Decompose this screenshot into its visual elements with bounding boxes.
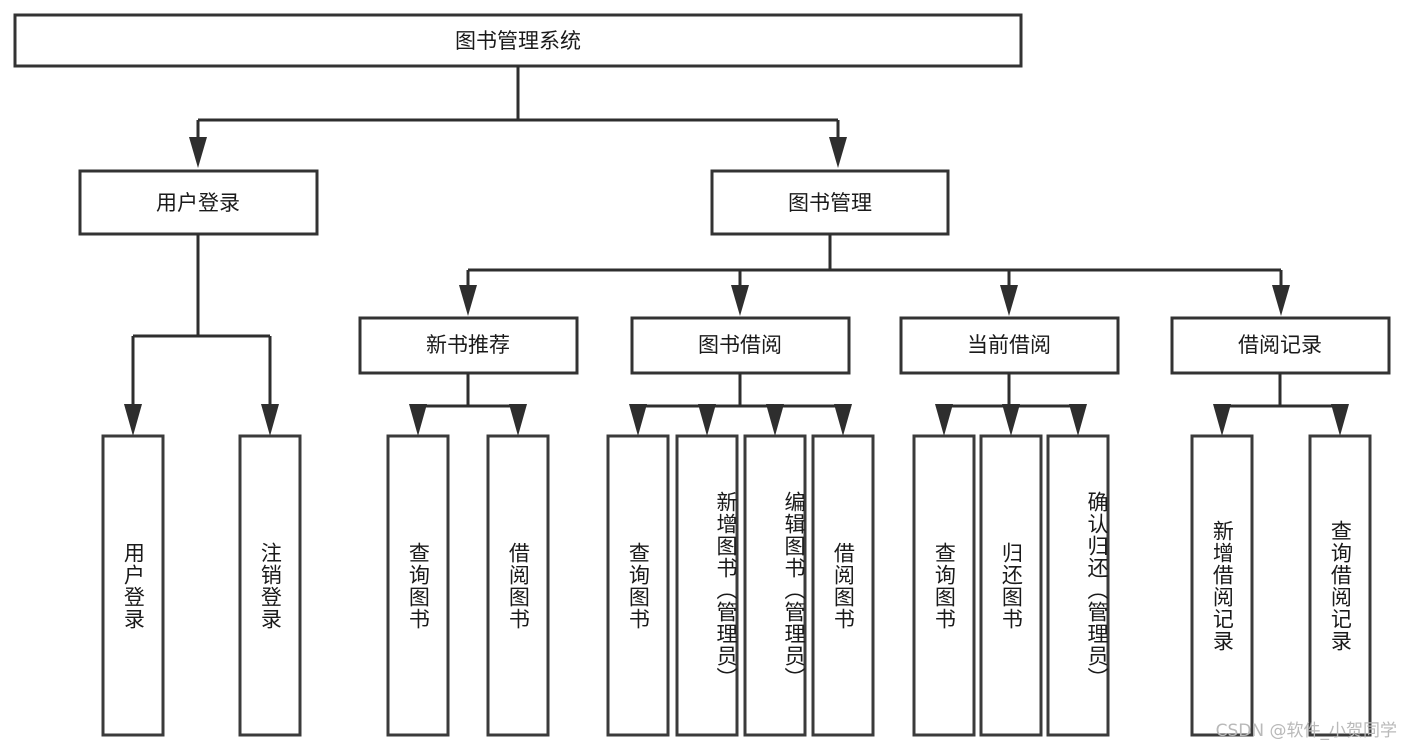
arrowhead-leaf-add-book: [698, 404, 716, 436]
leaf-box-query-record[interactable]: [1308, 434, 1372, 737]
leaf-box-query-book-3[interactable]: [912, 434, 976, 737]
arrowhead-leaf-query-book-2: [629, 404, 647, 436]
leaf-box-borrow-book-2[interactable]: [811, 434, 875, 737]
arrowhead-leaf-return-book: [1002, 404, 1020, 436]
node-root-label: 图书管理系统: [455, 29, 581, 53]
node-new-book-rec-label: 新书推荐: [426, 333, 510, 357]
node-root[interactable]: 图书管理系统: [13, 13, 1023, 68]
connector-current-borrow-to-leaves: [935, 373, 1087, 436]
node-current-borrow-box[interactable]: [899, 316, 1120, 375]
node-current-borrow-label: 当前借阅: [967, 333, 1051, 357]
connector-borrow-record-to-leaves: [1213, 373, 1349, 436]
arrowhead-borrow-record: [1272, 285, 1290, 316]
leaf-box-borrow-book-1[interactable]: [486, 434, 550, 737]
node-new-book-rec-box[interactable]: [358, 316, 579, 375]
node-book-borrow[interactable]: 图书借阅: [630, 316, 851, 375]
leaf-box-edit-book[interactable]: [743, 434, 807, 737]
leaf-box-query-book-2[interactable]: [606, 434, 670, 737]
arrowhead-current-borrow: [1000, 285, 1018, 316]
leaf-box-add-book[interactable]: [675, 434, 739, 737]
node-borrow-record[interactable]: 借阅记录: [1170, 316, 1391, 375]
node-book-borrow-label: 图书借阅: [698, 333, 782, 357]
leaf-box-logout[interactable]: [238, 434, 302, 737]
arrowhead-new-book-rec: [459, 285, 477, 316]
leaf-box-add-record[interactable]: [1190, 434, 1254, 737]
node-user-login-label: 用户登录: [156, 191, 240, 215]
node-current-borrow[interactable]: 当前借阅: [899, 316, 1120, 375]
node-book-manage-box[interactable]: [710, 169, 950, 236]
node-user-login[interactable]: 用户登录: [78, 169, 319, 236]
leaf-box-return-book[interactable]: [979, 434, 1043, 737]
connector-root-to-level2: [189, 66, 847, 168]
arrowhead-leaf-query-record: [1331, 404, 1349, 436]
arrowhead-leaf-logout: [261, 404, 279, 436]
arrowhead-leaf-query-book-1: [409, 404, 427, 436]
node-borrow-record-label: 借阅记录: [1238, 333, 1322, 357]
arrowhead-book-borrow: [731, 285, 749, 316]
node-book-manage[interactable]: 图书管理: [710, 169, 950, 236]
arrowhead-user-login: [189, 137, 207, 168]
node-book-borrow-box[interactable]: [630, 316, 851, 375]
arrowhead-leaf-add-record: [1213, 404, 1231, 436]
arrowhead-leaf-edit-book: [766, 404, 784, 436]
connector-user-login-to-leaves: [124, 234, 279, 436]
connector-new-book-rec-to-leaves: [409, 373, 527, 436]
node-new-book-rec[interactable]: 新书推荐: [358, 316, 579, 375]
node-root-box[interactable]: [13, 13, 1023, 68]
arrowhead-leaf-query-book-3: [935, 404, 953, 436]
leaf-box-confirm-return[interactable]: [1046, 434, 1110, 737]
leaf-box-query-book-1[interactable]: [386, 434, 450, 737]
connector-book-manage-to-level3: [459, 234, 1290, 316]
node-book-manage-label: 图书管理: [788, 191, 872, 215]
leaf-box-user-login[interactable]: [101, 434, 165, 737]
arrowhead-leaf-borrow-book-1: [509, 404, 527, 436]
arrowhead-book-manage: [829, 137, 847, 168]
arrowhead-leaf-confirm-return: [1069, 404, 1087, 436]
csdn-watermark: CSDN @软件_小贺同学: [1215, 721, 1397, 741]
arrowhead-leaf-user-login: [124, 404, 142, 436]
connector-book-borrow-to-leaves: [629, 373, 852, 436]
arrowhead-leaf-borrow-book-2: [834, 404, 852, 436]
node-borrow-record-box[interactable]: [1170, 316, 1391, 375]
